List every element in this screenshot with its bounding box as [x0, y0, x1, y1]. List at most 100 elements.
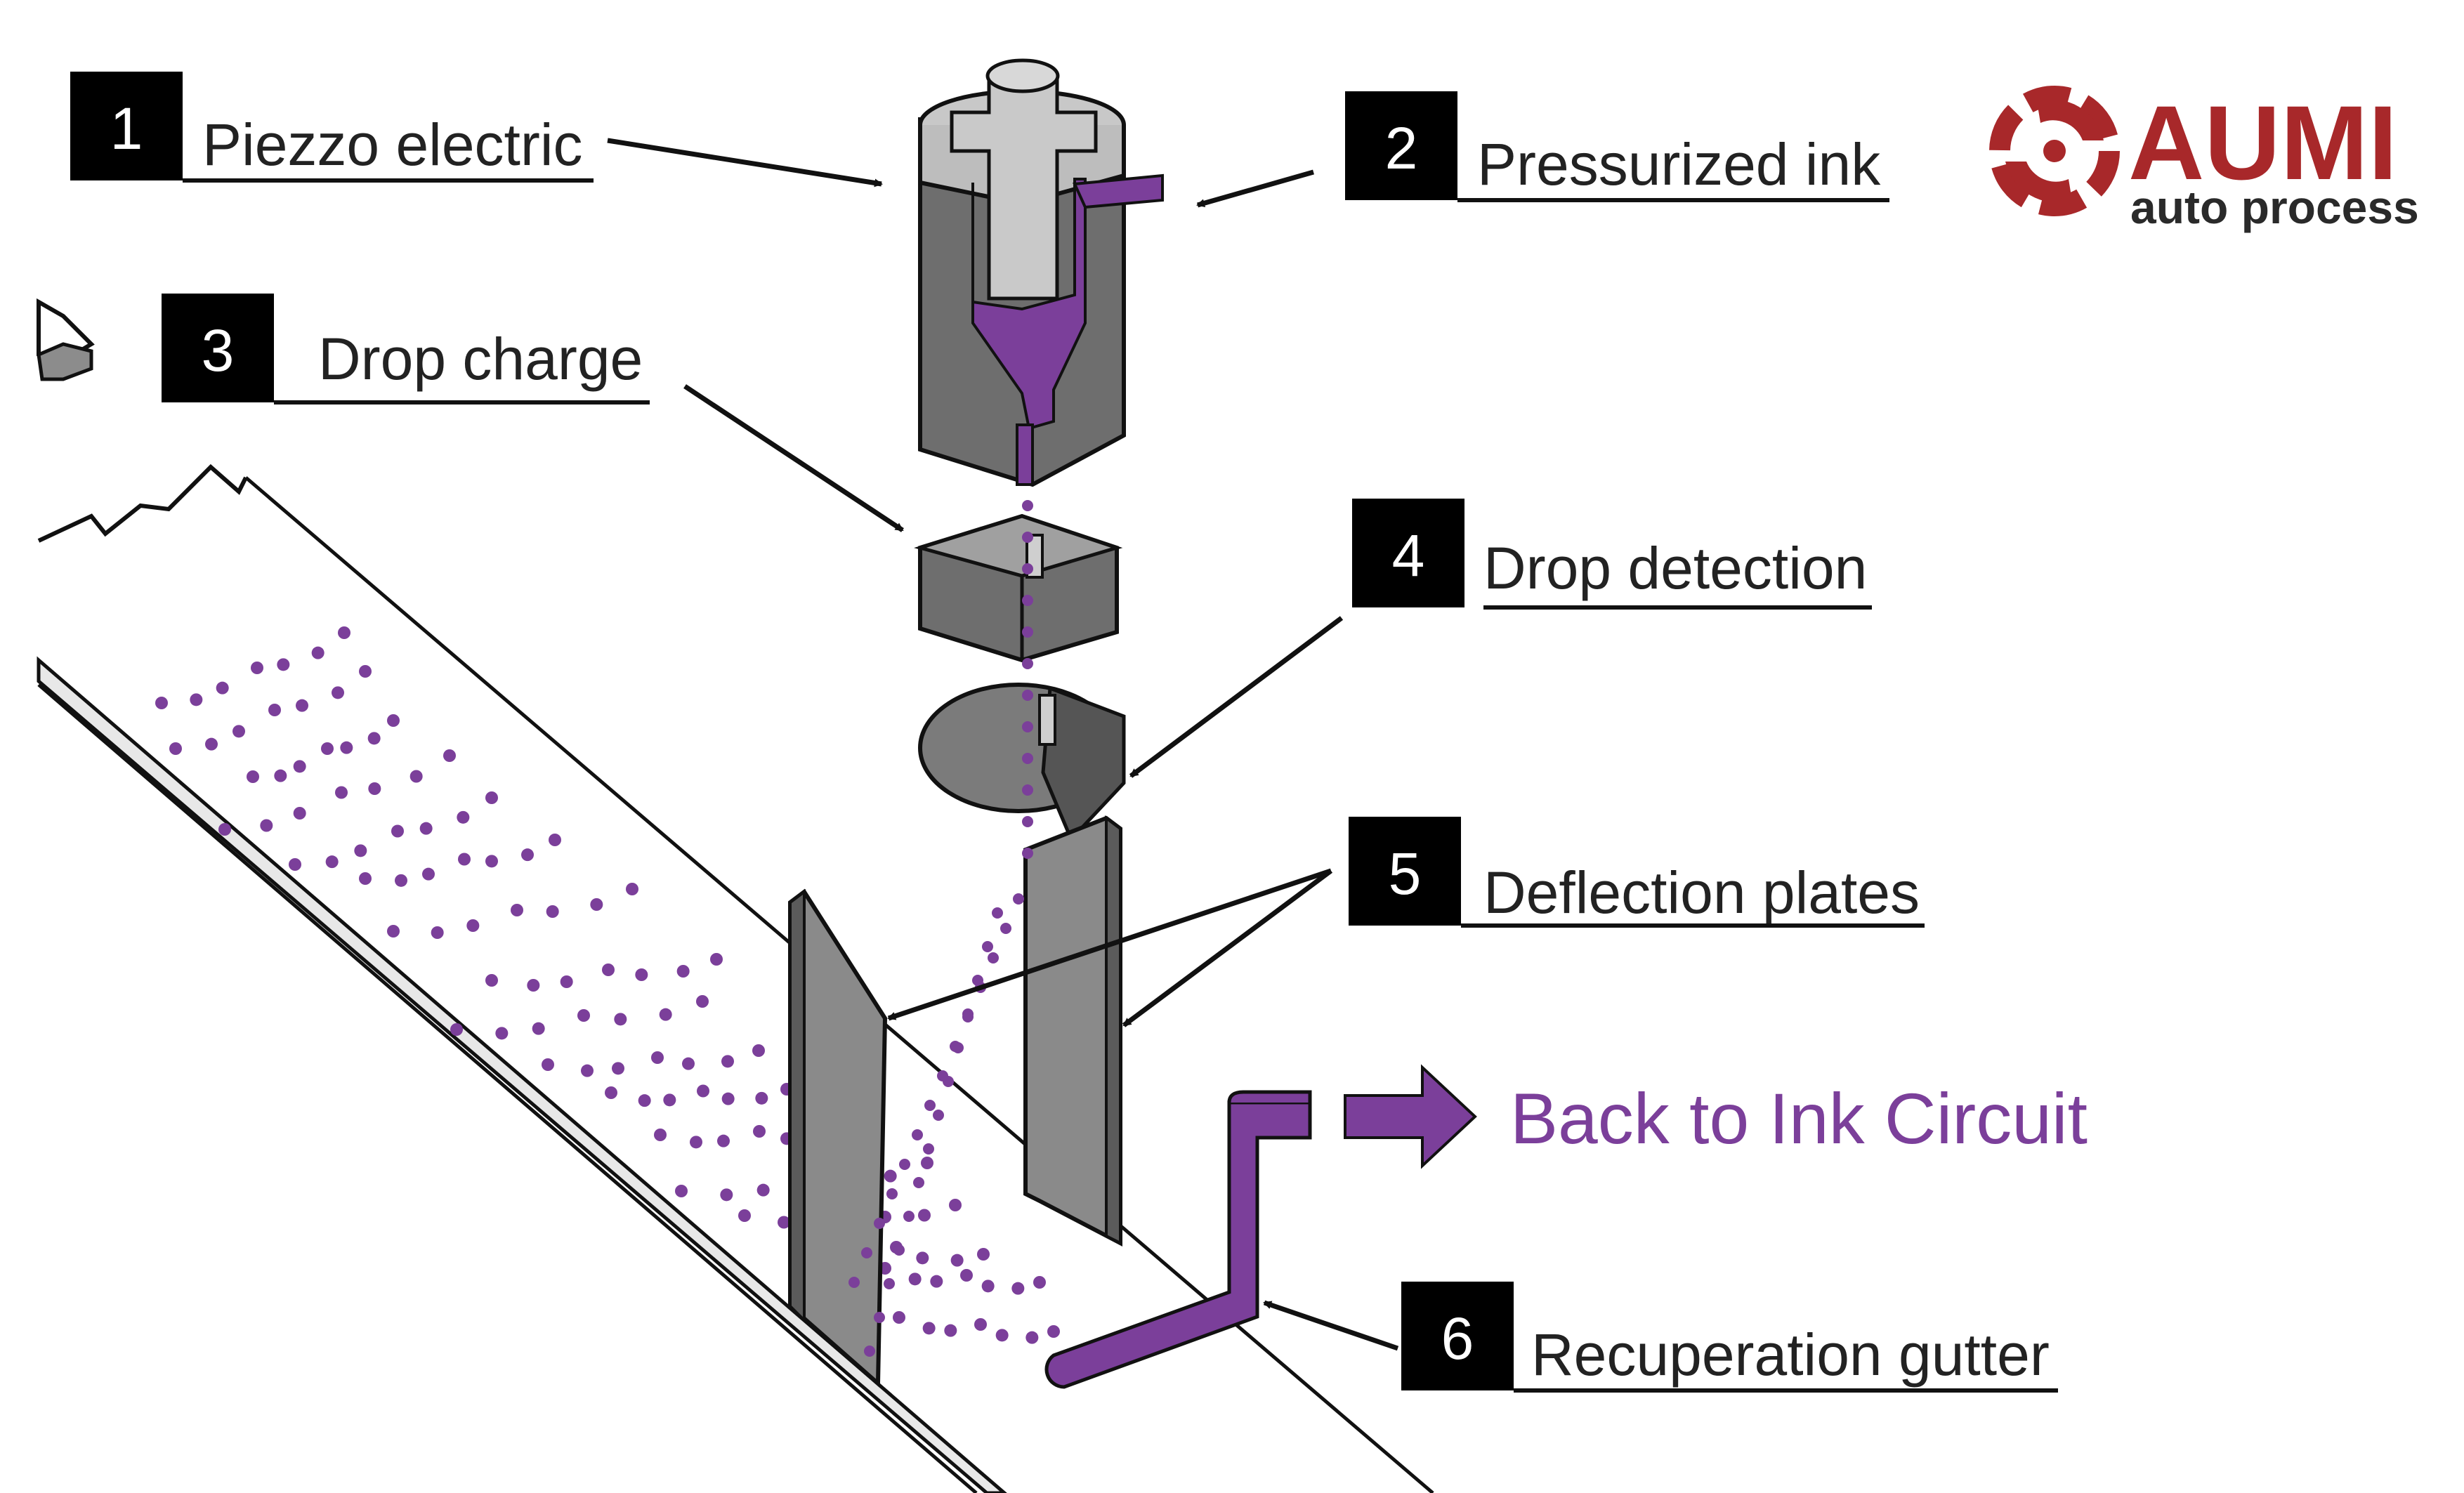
ink-dot [495, 1027, 509, 1040]
ink-dot [908, 1272, 922, 1286]
label-text: Drop detection [1483, 535, 1867, 601]
ink-dot [602, 963, 615, 976]
ink-dot [903, 1211, 915, 1222]
label-number-box [1349, 817, 1461, 926]
ink-dot [960, 1269, 973, 1282]
ink-dot [752, 1044, 765, 1057]
ink-dot [485, 855, 498, 868]
callout-arrows [607, 138, 1399, 1351]
ink-dot [1000, 923, 1011, 934]
ink-dot [247, 770, 259, 783]
ink-dot [962, 1011, 974, 1022]
label-1: 1 Piezzo electric [70, 72, 594, 183]
aumi-logo: AUMI auto process [1989, 84, 2419, 233]
label-number-box [1352, 499, 1464, 607]
label-6: 6 Recuperation gutter [1401, 1282, 2058, 1393]
ink-dot [675, 1185, 688, 1197]
drop-charge-electrode [914, 513, 1123, 663]
label-2: 2 Pressurized ink [1345, 91, 1889, 202]
ink-dot [950, 1254, 964, 1267]
ink-dot [260, 819, 273, 832]
ink-dot [546, 905, 559, 918]
logo-name: AUMI [2128, 84, 2397, 202]
ink-dot [755, 1091, 768, 1105]
ink-dot [274, 769, 287, 782]
label-4: 4 Drop detection [1352, 499, 1872, 610]
ink-dot [995, 1329, 1009, 1342]
ink-dot [1022, 500, 1033, 511]
drop-detection-sensor [918, 683, 1126, 843]
ink-dot [216, 681, 229, 695]
ink-dot [325, 855, 339, 869]
ink-dot [884, 1169, 897, 1183]
ink-dot [884, 1278, 895, 1289]
ink-dot [466, 919, 480, 932]
ink-dot [1033, 1276, 1046, 1289]
ink-dot [581, 1064, 594, 1077]
ink-dot [155, 697, 168, 709]
ink-dot [614, 1013, 627, 1026]
ink-dot [532, 1022, 545, 1035]
label-number-box [162, 294, 274, 402]
ink-dot [1022, 690, 1033, 701]
ink-dot [626, 883, 638, 895]
label-number: 3 [202, 317, 235, 383]
label-5: 5 Deflection plates [1349, 817, 1925, 928]
ink-dot [710, 953, 723, 966]
ink-dot [916, 1251, 929, 1265]
ink-dot [717, 1134, 730, 1147]
ink-dot [1022, 721, 1033, 732]
label-number: 1 [110, 96, 143, 162]
ink-dot [511, 904, 523, 916]
ink-dot [1047, 1325, 1060, 1338]
ink-dot [864, 1346, 875, 1357]
label-number-box [70, 72, 183, 180]
print-head [918, 58, 1164, 487]
label-number-box [1401, 1282, 1514, 1390]
ink-dot [1022, 753, 1033, 764]
ink-dot [635, 968, 648, 981]
ink-dot [930, 1275, 943, 1288]
ink-dot [874, 1312, 885, 1323]
ink-dot [368, 782, 381, 795]
ink-dot [560, 975, 573, 988]
ink-dot [1025, 1331, 1039, 1344]
ink-dot [387, 925, 400, 938]
ink-dot [1022, 848, 1033, 859]
ink-dot [293, 807, 306, 820]
ink-dot [720, 1188, 733, 1202]
ink-dot [848, 1277, 860, 1288]
ink-dot [937, 1070, 948, 1081]
gear-icon [1989, 86, 2120, 216]
ink-dot [988, 952, 999, 963]
label-number: 2 [1385, 115, 1418, 181]
ink-dot [359, 872, 372, 885]
ink-dot [682, 1057, 695, 1070]
ink-dot [950, 1041, 961, 1052]
label-text: Piezzo electric [202, 112, 583, 178]
ink-dot [756, 1183, 770, 1197]
ink-dot [169, 742, 182, 755]
label-text: Deflection plates [1483, 860, 1920, 926]
ink-dot [977, 1248, 990, 1261]
ink-dot [190, 693, 203, 706]
ink-dot [1011, 1282, 1025, 1295]
ink-dot [933, 1110, 944, 1121]
ink-dot [340, 741, 353, 754]
ink-dot [918, 1209, 931, 1222]
ink-dot [982, 941, 993, 952]
ink-dot [778, 1216, 790, 1229]
ink-dot [367, 732, 381, 745]
ink-dot [338, 626, 350, 639]
ink-dot [277, 658, 290, 671]
ink-dot [992, 907, 1003, 919]
ink-dot [268, 704, 281, 716]
ink-dot [924, 1100, 936, 1111]
ink-dot [293, 760, 306, 773]
ink-dot [332, 686, 344, 699]
ink-dot [923, 1143, 934, 1155]
ink-dot [218, 823, 231, 836]
ink-dot [527, 979, 540, 992]
ink-dot [981, 1280, 995, 1293]
ink-dot [443, 749, 456, 762]
